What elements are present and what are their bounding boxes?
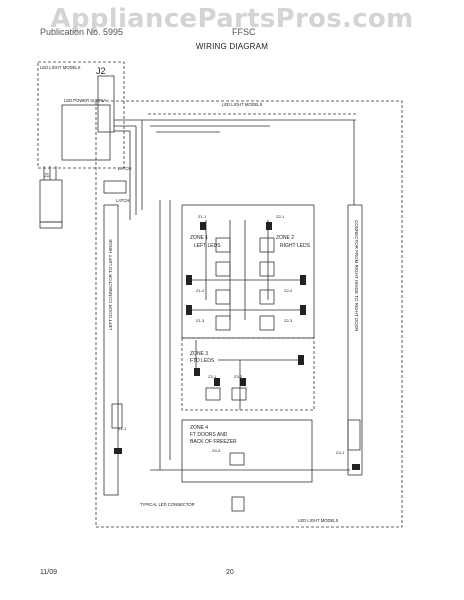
label-zone2: ZONE 2 bbox=[276, 235, 294, 241]
label-j1: J1 bbox=[44, 173, 50, 179]
label-z1-3: Z1-3 bbox=[196, 318, 205, 323]
watermark: AppliancePartsPros.com bbox=[50, 4, 414, 34]
label-typical-connector: TYPICAL LED CONNECTOR bbox=[140, 502, 195, 507]
label-led-models-bottom: LED LIGHT MODELS bbox=[298, 518, 339, 523]
label-left-z1-1: Z1-1 bbox=[118, 426, 127, 431]
label-j2: J2 bbox=[96, 66, 106, 76]
led-models-box-left bbox=[37, 61, 125, 169]
footer-page: 20 bbox=[226, 569, 234, 576]
label-zone1-sub: LEFT LEDS bbox=[194, 243, 221, 249]
label-right-z4-1: Z4-1 bbox=[336, 450, 345, 455]
label-zone4-line1: FT DOORS AND bbox=[190, 432, 228, 438]
label-zone1: ZONE 1 bbox=[190, 235, 208, 241]
label-z3-2: Z3-2 bbox=[234, 374, 243, 379]
label-left-door: LEFT DOOR CONNECTOR TO LEFT HINGE bbox=[108, 239, 113, 330]
label-led-models-top-left: LED LIGHT MODELS bbox=[40, 65, 81, 70]
connector-j1 bbox=[39, 179, 63, 223]
label-power-supply: LED POWER SUPPLY bbox=[64, 98, 107, 103]
label-zone4: ZONE 4 bbox=[190, 425, 208, 431]
label-latch-top: LATCH bbox=[118, 166, 131, 171]
label-right-door: CONNECTOR FROM RIGHT HINGE TO RIGHT DOOR bbox=[354, 220, 359, 332]
left-door-harness bbox=[103, 204, 119, 496]
led-models-frame bbox=[95, 100, 403, 528]
label-z4-3: Z4-3 bbox=[212, 448, 221, 453]
label-zone4-line2: BACK OF FREEZER bbox=[190, 439, 237, 445]
connector-j2 bbox=[97, 75, 115, 133]
page-title: WIRING DIAGRAM bbox=[195, 42, 269, 51]
label-z2-2: Z2-2 bbox=[284, 288, 293, 293]
zone4-box bbox=[181, 419, 313, 483]
label-zone3-sub: FTD LEDS bbox=[190, 358, 215, 364]
label-z3-1: Z3-1 bbox=[208, 374, 217, 379]
right-door-harness bbox=[347, 204, 363, 476]
label-led-models-top: LED LIGHT MODELS bbox=[222, 102, 263, 107]
label-z2-3: Z2-3 bbox=[284, 318, 293, 323]
label-z1-1: Z1-1 bbox=[198, 214, 207, 219]
label-zone3: ZONE 3 bbox=[190, 351, 208, 357]
header-model-right: FFSC bbox=[232, 27, 256, 37]
label-zone2-sub: RIGHT LEDS bbox=[280, 243, 311, 249]
footer-date: 11/09 bbox=[40, 569, 57, 576]
power-supply-box bbox=[61, 104, 111, 161]
typical-led-connector bbox=[231, 496, 245, 512]
label-z1-2: Z1-2 bbox=[196, 288, 205, 293]
label-z2-1: Z2-1 bbox=[276, 214, 285, 219]
latch-switch bbox=[103, 180, 127, 194]
label-latch-bottom: LATCH bbox=[116, 198, 129, 203]
zone3-box bbox=[181, 337, 315, 411]
header-model-left: Publication No. 5995 bbox=[40, 27, 124, 37]
